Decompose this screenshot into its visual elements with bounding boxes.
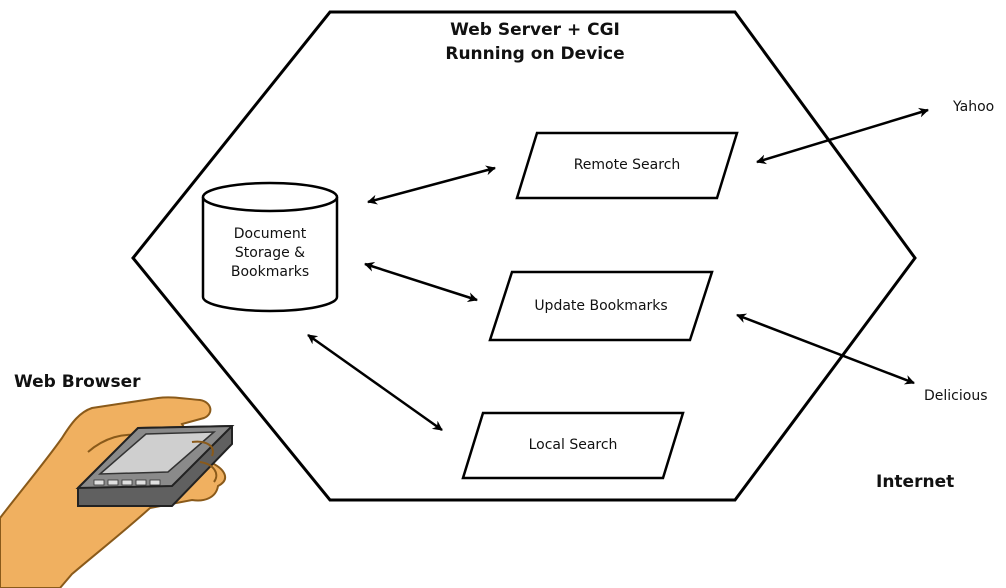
arrow-storage-update	[364, 261, 478, 303]
local-search-box	[461, 411, 685, 480]
storage-label-line1: Document	[233, 226, 307, 242]
web-browser-label: Web Browser	[14, 372, 141, 392]
update-bookmarks-box	[488, 270, 714, 342]
storage-label-line2: Storage &	[234, 245, 306, 261]
arrow-remote-yahoo	[756, 107, 929, 165]
local-search-label: Local Search	[528, 437, 618, 453]
storage-cylinder	[201, 181, 339, 313]
remote-search-label: Remote Search	[573, 157, 681, 173]
remote-search-box	[515, 131, 739, 200]
arrow-update-delicious	[736, 313, 915, 385]
update-bookmarks-label: Update Bookmarks	[534, 298, 668, 314]
server-title-line1: Web Server + CGI	[450, 20, 620, 40]
server-title-line2: Running on Device	[445, 44, 625, 64]
storage-label-line3: Bookmarks	[230, 264, 310, 280]
internet-label: Internet	[876, 472, 955, 492]
delicious-label: Delicious	[924, 388, 988, 404]
arrow-storage-local	[307, 333, 443, 432]
arrow-storage-remote	[367, 165, 496, 205]
hand-with-device-icon	[0, 396, 235, 588]
yahoo-label: Yahoo	[953, 99, 995, 115]
